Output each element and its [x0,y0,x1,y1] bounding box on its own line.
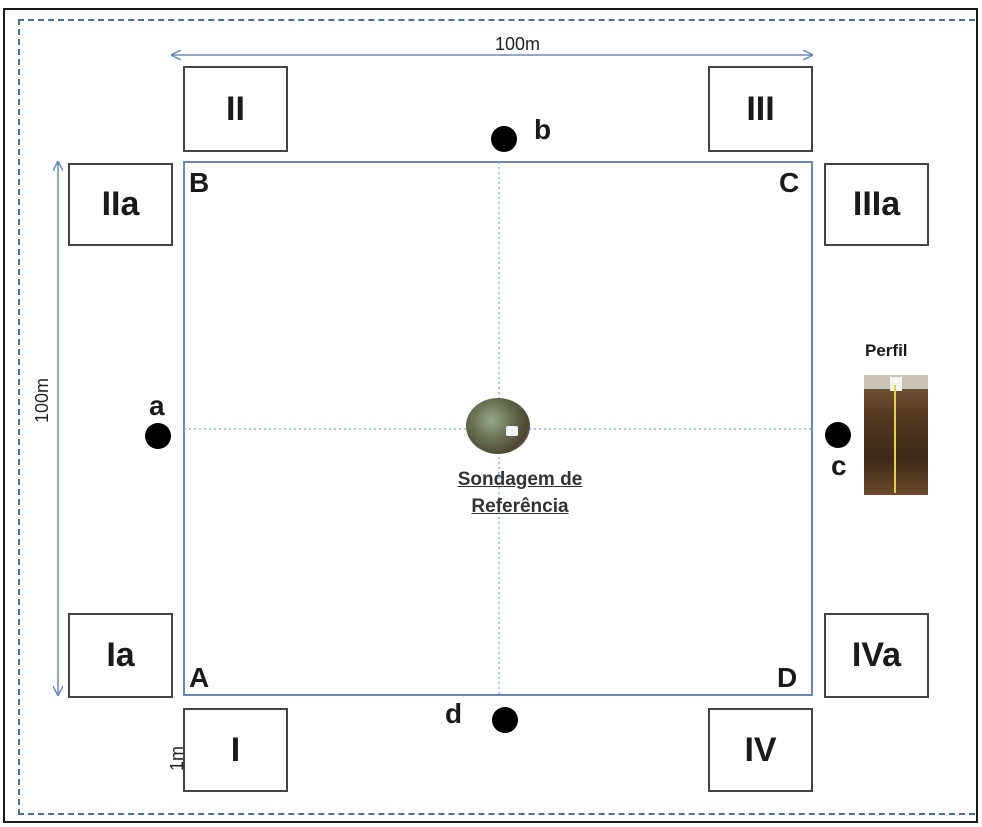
plot-II: II [183,66,288,152]
plot-III: III [708,66,813,152]
top-dimension-label: 100m [495,34,541,54]
corner-C: C [779,167,800,198]
plot-IIa: IIa [68,163,173,246]
point-a-marker [145,423,171,449]
dashed-boundary [18,19,975,815]
profile-label: Perfil [865,341,908,360]
reference-sounding-label: Sondagem de Referência [430,466,610,520]
point-d-label: d [445,698,463,729]
reference-sounding-photo [466,398,530,454]
point-b-label: b [534,114,552,145]
plot-IV: IV [708,708,813,792]
outer-frame [3,8,978,823]
soil-profile-photo [864,375,928,495]
point-c-label: c [831,450,847,481]
point-a-label: a [149,390,165,421]
plot-IVa: IVa [824,613,929,698]
point-b-marker [491,126,517,152]
corner-B: B [189,167,210,198]
left-dimension-label: 100m [32,377,53,424]
corner-A: A [189,662,210,693]
reference-sounding-line1: Sondagem de [457,469,583,490]
corner-D: D [777,662,798,693]
point-d-marker [492,707,518,733]
plot-I: I [183,708,288,792]
reference-sounding-line2: Referência [471,496,569,517]
plot-IIIa: IIIa [824,163,929,246]
plot-Ia: Ia [68,613,173,698]
point-c-marker [825,422,851,448]
